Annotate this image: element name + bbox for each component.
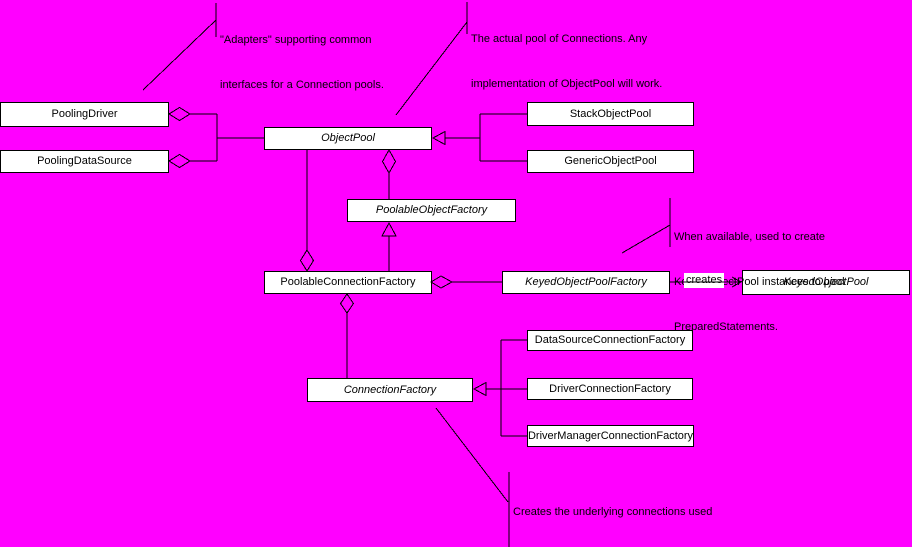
aggregation-diamond [430,275,454,289]
class-name: KeyedObjectPool [783,276,869,288]
annotation-line: When available, used to create [674,231,826,243]
class-name: KeyedObjectPoolFactory [525,276,647,288]
class-name: PoolableObjectFactory [375,204,488,216]
annotation-adapters: "Adapters" supporting common interfaces … [220,3,384,123]
aggregation-pcf-connectionfactory [339,293,355,378]
annotation-line: PreparedStatements. [674,321,778,333]
aggregation-diamond [381,148,397,175]
leader-annotation-keyedobjectpool [621,198,671,254]
aggregation-diamond [168,106,191,122]
class-name: DriverConnectionFactory [549,382,671,395]
class-name: GenericObjectPool [564,155,657,167]
class-box-genericobjectpool[interactable]: GenericObjectPool [527,150,694,173]
class-box-stackobjectpool[interactable]: StackObjectPool [527,102,694,126]
class-box-keyedobjectpool[interactable]: KeyedObjectPool [742,270,910,295]
aggregation-pcf-objectpool [299,150,315,272]
class-name: ObjectPool [321,132,375,144]
class-box-keyedobjectpoolfactory[interactable]: KeyedObjectPoolFactory [502,271,670,294]
aggregation-diamond [339,293,355,314]
annotation-connections: Creates the underlying connections used … [513,475,712,547]
class-box-datasourceconnectionfactory[interactable]: DataSourceConnectionFactory [527,330,693,351]
leader-annotation-connections [435,407,510,547]
inheritance-triangle [431,130,446,146]
class-name: StackObjectPool [569,107,652,120]
class-name: DriverManagerConnectionFactory [527,429,694,442]
class-box-pooling-datasource[interactable]: PoolingDataSource [0,150,169,173]
aggregation-poolingdriver-objectpool [168,106,217,122]
class-box-poolableobjectfactory[interactable]: PoolableObjectFactory [347,199,516,222]
class-name: PoolableConnectionFactory [280,276,416,288]
realization-factories-connectionfactory [472,339,527,437]
aggregation-pcf-keyedobjectpoolfactory [430,275,502,289]
class-box-pooling-driver[interactable]: PoolingDriver [0,102,169,127]
aggregation-diamond [299,249,315,272]
class-name: DataSourceConnectionFactory [534,334,686,346]
aggregation-diamond [168,153,191,169]
annotation-line: Creates the underlying connections used [513,506,713,518]
annotation-line: The actual pool of Connections. Any [471,33,648,45]
leader-annotation-actual-pool [395,2,468,116]
class-box-poolableconnectionfactory[interactable]: PoolableConnectionFactory [264,271,432,294]
realization-pcf-poolableobjectfactory [381,221,397,271]
class-name: ConnectionFactory [343,383,437,396]
annotation-actual-pool: The actual pool of Connections. Any impl… [471,2,662,122]
annotation-line: implementation of ObjectPool will work. [471,78,663,90]
class-box-connectionfactory[interactable]: ConnectionFactory [307,378,473,402]
leader-annotation-adapters [142,3,217,91]
annotation-line: interfaces for a Connection pools. [220,79,384,91]
aggregation-objectpool-poolableobjectfactory [381,148,397,199]
inheritance-triangle [381,221,397,237]
inheritance-triangle [472,381,487,397]
class-name: PoolingDriver [51,108,118,120]
class-box-driverconnectionfactory[interactable]: DriverConnectionFactory [527,378,693,400]
aggregation-poolingdatasource-objectpool [168,153,217,169]
class-name: PoolingDataSource [37,155,132,167]
creates-label: creates [684,273,725,288]
class-box-drivermanagerconnectionfactory[interactable]: DriverManagerConnectionFactory [527,425,694,447]
class-box-objectpool[interactable]: ObjectPool [264,127,432,150]
annotation-line: "Adapters" supporting common [220,34,372,46]
